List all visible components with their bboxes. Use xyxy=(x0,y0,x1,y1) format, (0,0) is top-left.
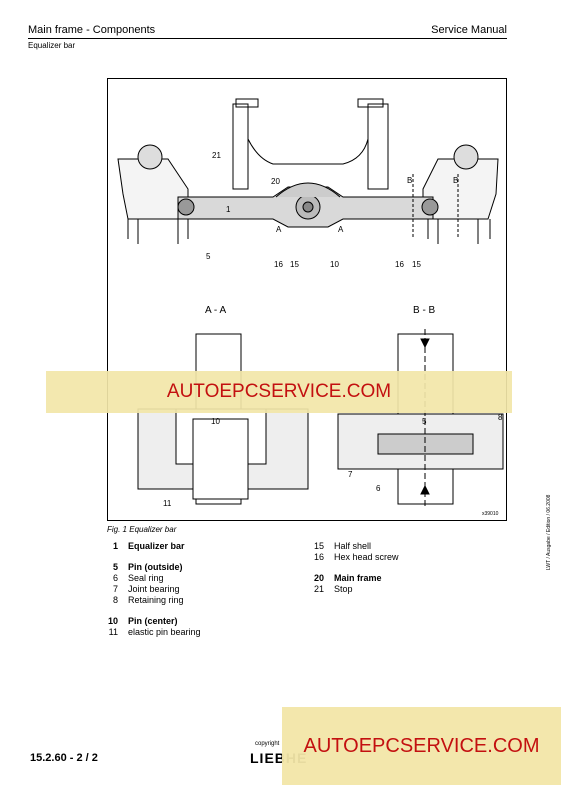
callout-a-left: A xyxy=(276,225,282,234)
figure-frame: 21 20 1 5 16 15 10 16 15 A A B B A - A B… xyxy=(107,78,507,521)
section-title: Main frame - Components xyxy=(28,24,156,36)
sec-callout-7: 7 xyxy=(348,470,353,479)
callout-15b: 15 xyxy=(412,260,421,269)
watermark-banner-bottom: AUTOEPCSERVICE.COM xyxy=(282,707,561,785)
equalizer-bar-drawing: 21 20 1 5 16 15 10 16 15 A A B B A - A B… xyxy=(117,98,504,517)
sec-callout-8: 8 xyxy=(498,413,503,422)
sec-callout-6: 6 xyxy=(376,484,381,493)
callout-b-right: B xyxy=(453,176,458,185)
section-b-b-label: B - B xyxy=(413,305,436,316)
callout-a-right: A xyxy=(338,225,344,234)
callout-5: 5 xyxy=(206,252,211,261)
sec-callout-10: 10 xyxy=(211,417,220,426)
callout-1: 1 xyxy=(226,205,231,214)
callout-b-left: B xyxy=(407,176,412,185)
sec-callout-11: 11 xyxy=(163,499,172,508)
manual-title: Service Manual xyxy=(431,24,507,36)
figure-caption: Fig. 1 Equalizer bar xyxy=(107,525,177,534)
watermark-banner-top: AUTOEPCSERVICE.COM xyxy=(46,371,512,413)
callout-16a: 16 xyxy=(274,260,283,269)
callout-16b: 16 xyxy=(395,260,404,269)
section-subtitle: Equalizer bar xyxy=(28,41,76,50)
edition-note: LWT / Ausgabe / Edition / 06.2008 xyxy=(546,494,552,570)
sec-callout-5: 5 xyxy=(422,417,427,426)
drawing-id: x39010 xyxy=(482,511,499,517)
callout-15a: 15 xyxy=(290,260,299,269)
callout-20: 20 xyxy=(271,177,280,186)
watermark-text: AUTOEPCSERVICE.COM xyxy=(166,381,392,402)
header-divider xyxy=(28,38,507,39)
watermark-text: AUTOEPCSERVICE.COM xyxy=(303,734,540,757)
callout-21: 21 xyxy=(212,151,221,160)
callout-10: 10 xyxy=(330,260,339,269)
section-a-a-label: A - A xyxy=(205,305,226,316)
page-number: 15.2.60 - 2 / 2 xyxy=(30,752,98,764)
copyright-text: copyright xyxy=(255,741,280,747)
